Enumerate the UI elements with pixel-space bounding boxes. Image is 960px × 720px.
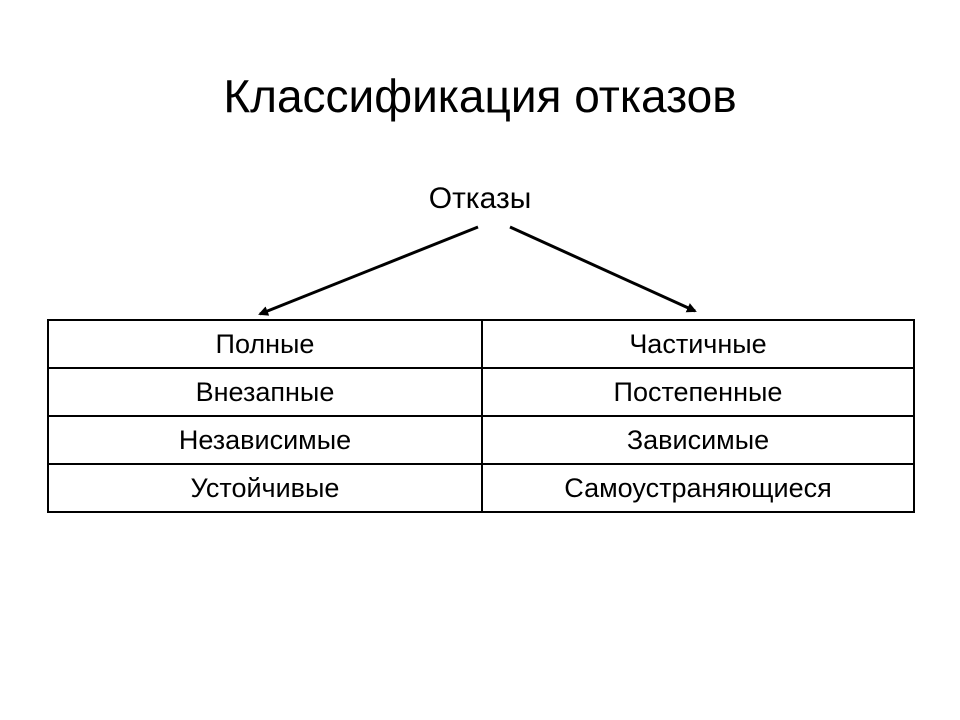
left-cell: Независимые [47, 415, 483, 465]
table-row: Полные Частичные [47, 319, 915, 369]
right-cell: Зависимые [481, 415, 915, 465]
table-row: Внезапные Постепенные [47, 367, 915, 417]
left-arrow [258, 225, 479, 316]
left-cell: Внезапные [47, 367, 483, 417]
table-row: Независимые Зависимые [47, 415, 915, 465]
slide-title: Классификация отказов [223, 70, 737, 122]
left-cell: Устойчивые [47, 463, 483, 513]
right-cell: Частичные [481, 319, 915, 369]
right-arrow [509, 225, 697, 313]
left-cell: Полные [47, 319, 483, 369]
right-cell: Постепенные [481, 367, 915, 417]
root-label: Отказы [428, 182, 532, 215]
right-cell: Самоустраняющиеся [481, 463, 915, 513]
table-row: Устойчивые Самоустраняющиеся [47, 463, 915, 513]
classification-table: Полные Частичные Внезапные Постепенные Н… [47, 319, 915, 513]
